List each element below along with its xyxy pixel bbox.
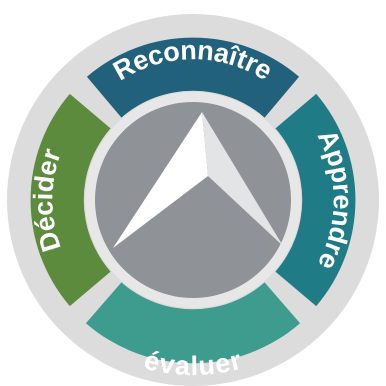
compass-arrow-icon (113, 112, 283, 248)
segment-top (86, 37, 300, 118)
center-disc (95, 102, 291, 298)
segment-right (275, 93, 356, 307)
segment-left (30, 93, 111, 307)
segment-bottom (85, 282, 301, 364)
